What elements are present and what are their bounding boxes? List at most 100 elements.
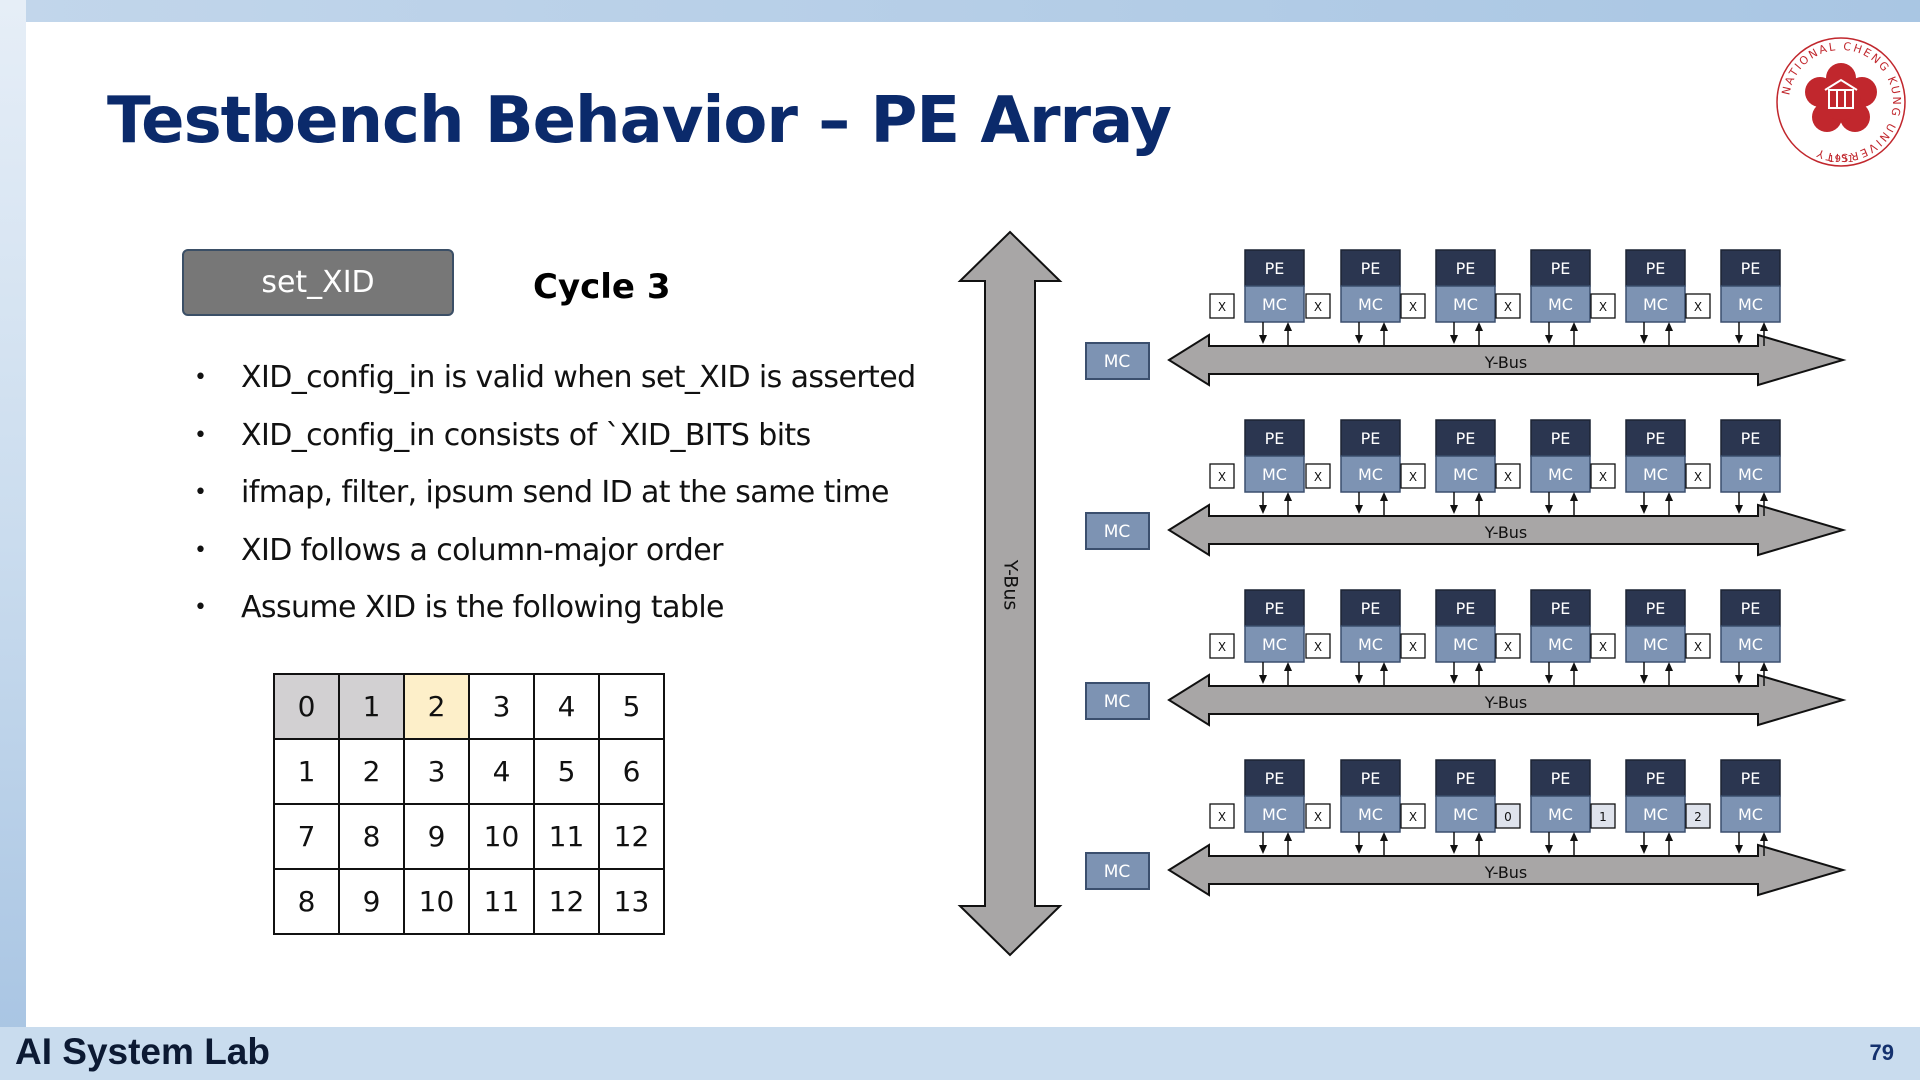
up-arrow-head xyxy=(1380,662,1388,671)
side-mc-box xyxy=(1085,682,1150,720)
mc-cell xyxy=(1435,455,1496,493)
xid-cell: 5 xyxy=(533,738,600,805)
cycle-label: Cycle 3 xyxy=(533,267,671,307)
down-arrow-head xyxy=(1640,505,1648,514)
pe-cell xyxy=(1435,589,1496,627)
side-mc-label: MC xyxy=(1104,522,1131,542)
footer-lab-name: AI System Lab xyxy=(15,1031,270,1072)
mc-cell xyxy=(1530,285,1591,323)
bullet-item: •Assume XID is the following table xyxy=(194,590,725,625)
bullet-item: •XID_config_in is valid when set_XID is … xyxy=(194,360,916,395)
up-arrow-head xyxy=(1475,832,1483,841)
mc-cell xyxy=(1625,625,1686,663)
row-y-bus-label: Y-Bus xyxy=(1484,693,1528,712)
down-arrow-head xyxy=(1355,335,1363,344)
side-mc-box xyxy=(1085,342,1150,380)
table-row: 1 2 3 4 5 6 xyxy=(273,738,665,805)
xid-cell: 1 xyxy=(273,738,340,805)
down-arrow-head xyxy=(1640,845,1648,854)
mc-label: MC xyxy=(1453,805,1478,824)
up-arrow-head xyxy=(1475,492,1483,501)
up-arrow-head xyxy=(1284,492,1292,501)
xid-tag-box xyxy=(1400,803,1426,829)
up-arrow-head xyxy=(1665,832,1673,841)
mc-label: MC xyxy=(1453,465,1478,484)
pe-label: PE xyxy=(1456,259,1476,278)
row-y-bus-label: Y-Bus xyxy=(1484,353,1528,372)
xid-tag-box xyxy=(1590,633,1616,659)
set-xid-signal-box: set_XID xyxy=(182,249,454,316)
mc-label: MC xyxy=(1738,805,1763,824)
xid-cell: 9 xyxy=(338,868,405,935)
mc-cell xyxy=(1340,625,1401,663)
xid-tag-label: 0 xyxy=(1504,810,1512,824)
pe-label: PE xyxy=(1265,259,1285,278)
up-arrow-head xyxy=(1475,322,1483,331)
xid-tag-box xyxy=(1209,633,1235,659)
up-arrow-head xyxy=(1570,662,1578,671)
pe-label: PE xyxy=(1646,259,1666,278)
vertical-y-bus-arrow xyxy=(957,230,1063,957)
xid-tag-label: X xyxy=(1409,300,1417,314)
xid-tag-label: X xyxy=(1599,470,1607,484)
mc-label: MC xyxy=(1643,635,1668,654)
xid-tag-label: 1 xyxy=(1599,810,1607,824)
down-arrow-head xyxy=(1259,675,1267,684)
xid-tag-box xyxy=(1400,633,1426,659)
up-arrow-head xyxy=(1760,322,1768,331)
mc-cell xyxy=(1244,625,1305,663)
down-arrow-head xyxy=(1640,335,1648,344)
down-arrow-head xyxy=(1450,505,1458,514)
mc-label: MC xyxy=(1548,635,1573,654)
xid-tag-box xyxy=(1305,293,1331,319)
xid-tag-label: X xyxy=(1218,470,1226,484)
xid-tag-label: X xyxy=(1218,810,1226,824)
top-band xyxy=(0,0,1920,22)
xid-tag-label: X xyxy=(1409,470,1417,484)
xid-cell: 12 xyxy=(598,803,665,870)
pe-label: PE xyxy=(1265,769,1285,788)
up-arrow-head xyxy=(1284,662,1292,671)
xid-cell: 0 xyxy=(273,673,340,740)
xid-tag-box xyxy=(1495,633,1521,659)
up-arrow-head xyxy=(1380,322,1388,331)
down-arrow-head xyxy=(1545,845,1553,854)
mc-cell xyxy=(1530,455,1591,493)
mc-cell xyxy=(1530,625,1591,663)
row-y-bus-arrow xyxy=(1167,503,1847,557)
pe-cell xyxy=(1435,249,1496,287)
down-arrow-head xyxy=(1735,845,1743,854)
up-arrow-head xyxy=(1665,662,1673,671)
pe-cell xyxy=(1340,589,1401,627)
xid-tag-box xyxy=(1685,803,1711,829)
pe-cell xyxy=(1244,419,1305,457)
mc-cell xyxy=(1720,625,1781,663)
footer-band xyxy=(0,1027,1920,1080)
bullet-text: XID_config_in is valid when set_XID is a… xyxy=(241,360,916,395)
mc-label: MC xyxy=(1358,635,1383,654)
pe-cell xyxy=(1530,249,1591,287)
side-mc-box xyxy=(1085,852,1150,890)
xid-tag-label: X xyxy=(1504,470,1512,484)
up-arrow-head xyxy=(1570,322,1578,331)
pe-label: PE xyxy=(1741,769,1761,788)
side-mc-box xyxy=(1085,512,1150,550)
pe-cell xyxy=(1625,249,1686,287)
xid-tag-label: 2 xyxy=(1694,810,1702,824)
pe-label: PE xyxy=(1551,769,1571,788)
mc-label: MC xyxy=(1453,635,1478,654)
pe-label: PE xyxy=(1741,429,1761,448)
down-arrow-head xyxy=(1735,675,1743,684)
mc-cell xyxy=(1625,795,1686,833)
xid-cell: 10 xyxy=(468,803,535,870)
page-number: 79 xyxy=(1869,1040,1894,1065)
down-arrow-head xyxy=(1259,335,1267,344)
down-arrow-head xyxy=(1259,505,1267,514)
pe-label: PE xyxy=(1551,429,1571,448)
pe-label: PE xyxy=(1361,769,1381,788)
down-arrow-head xyxy=(1735,505,1743,514)
pe-label: PE xyxy=(1456,599,1476,618)
mc-cell xyxy=(1340,455,1401,493)
